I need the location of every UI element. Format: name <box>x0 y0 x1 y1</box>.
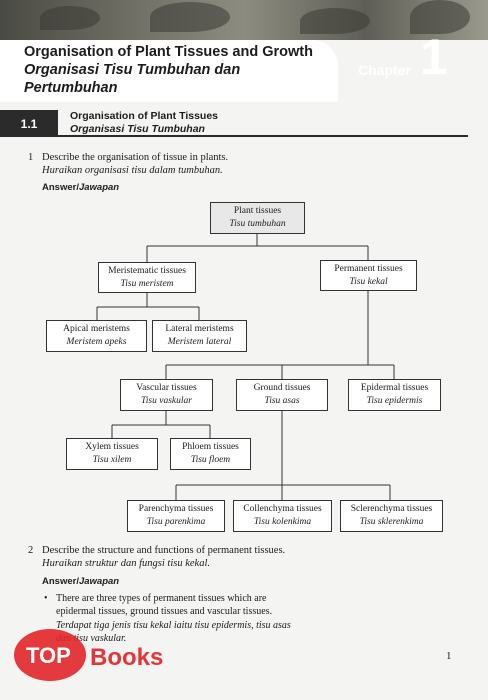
svg-text:TOP: TOP <box>26 643 71 668</box>
answer-2-ms-line2: dan tisu vaskular. <box>56 633 127 644</box>
section-title-ms: Organisasi Tisu Tumbuhan <box>70 123 205 135</box>
chapter-title-en: Organisation of Plant Tissues and Growth <box>24 44 313 60</box>
question-1-text-en: Describe the organisation of tissue in p… <box>42 152 229 163</box>
title-panel <box>0 40 338 102</box>
answer-2-en-line1: There are three types of permanent tissu… <box>56 593 267 604</box>
section-title-en: Organisation of Plant Tissues <box>70 110 219 122</box>
answer-label-1: Answer/Jawapan <box>42 182 120 193</box>
chapter-title-ms-line1: Organisasi Tisu Tumbuhan dan <box>24 62 241 78</box>
question-2-text-ms: Huraikan struktur dan fungsi tisu kekal. <box>42 558 210 569</box>
topbooks-logo: TOP Books <box>14 629 163 681</box>
bullet-dot: • <box>44 593 48 604</box>
question-1-text-ms: Huraikan organisasi tisu dalam tumbuhan. <box>42 165 223 176</box>
answer-2-ms-line1: Terdapat tiga jenis tisu kekal iaitu tis… <box>56 620 291 631</box>
chapter-badge: Chapter 1 <box>340 32 488 102</box>
section-number: 1.1 <box>0 110 58 137</box>
question-2-text-en: Describe the structure and functions of … <box>42 545 286 556</box>
section-divider <box>58 135 468 137</box>
chapter-title-ms-line2: Pertumbuhan <box>24 80 118 96</box>
question-1-number: 1 <box>28 152 34 163</box>
chapter-label: Chapter <box>358 62 411 78</box>
question-2-number: 2 <box>28 545 34 556</box>
page-number: 1 <box>446 650 452 662</box>
answer-2-en-line2: epidermal tissues, ground tissues and va… <box>56 606 273 617</box>
answer-label-2: Answer/Jawapan <box>42 576 120 587</box>
header-photo-banner <box>0 0 488 40</box>
svg-text:Books: Books <box>90 644 163 671</box>
chapter-number: 1 <box>420 29 448 85</box>
